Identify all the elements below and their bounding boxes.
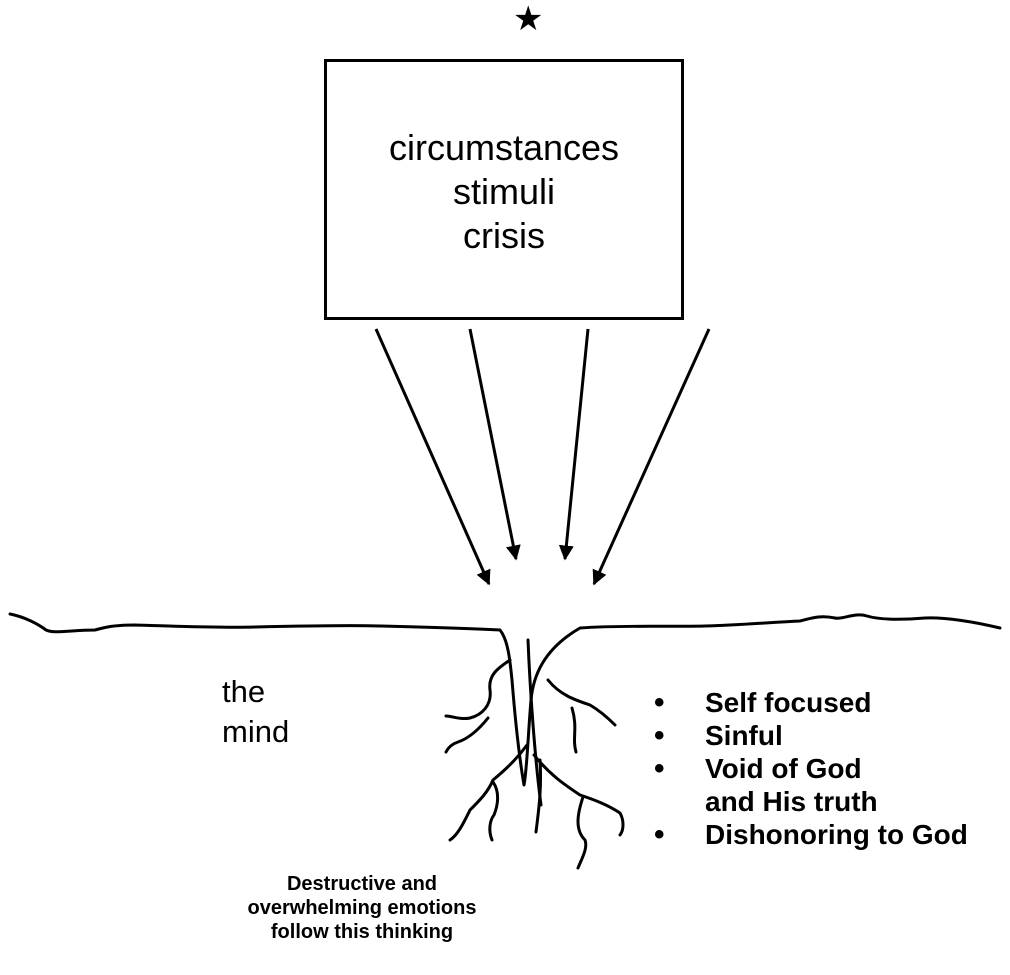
trait-sinful: Sinful [652,719,968,752]
emotions-caption: Destructive and overwhelming emotions fo… [182,872,542,944]
trait-dishonoring: Dishonoring to God [652,818,968,851]
root-left-top [446,660,510,719]
caption-line-3: follow this thinking [182,920,542,944]
trait-text-continued: and His truth [705,785,968,818]
trait-self-focused: Self focused [652,686,968,719]
trait-text: Dishonoring to God [705,819,968,850]
arrow-2 [470,329,516,559]
trait-void-of-god: Void of God and His truth [652,752,968,818]
root-right-mid [572,708,576,752]
root-left-mid [446,718,488,752]
arrow-3 [565,329,588,559]
trait-text: Void of God [705,753,862,784]
caption-line-2: overwhelming emotions [182,896,542,920]
arrow-1 [376,329,489,584]
mind-label-line-1: the [222,672,289,712]
arrow-4 [594,329,709,584]
root-right-branch [578,797,586,868]
mind-label: the mind [222,672,289,752]
trait-text: Self focused [705,687,871,718]
trait-text: Sinful [705,720,783,751]
mind-label-line-2: mind [222,712,289,752]
root-right-top [548,680,615,725]
traits-list: Self focused Sinful Void of God and His … [652,686,968,851]
root-left-branch [490,782,498,840]
caption-line-1: Destructive and [182,872,542,896]
